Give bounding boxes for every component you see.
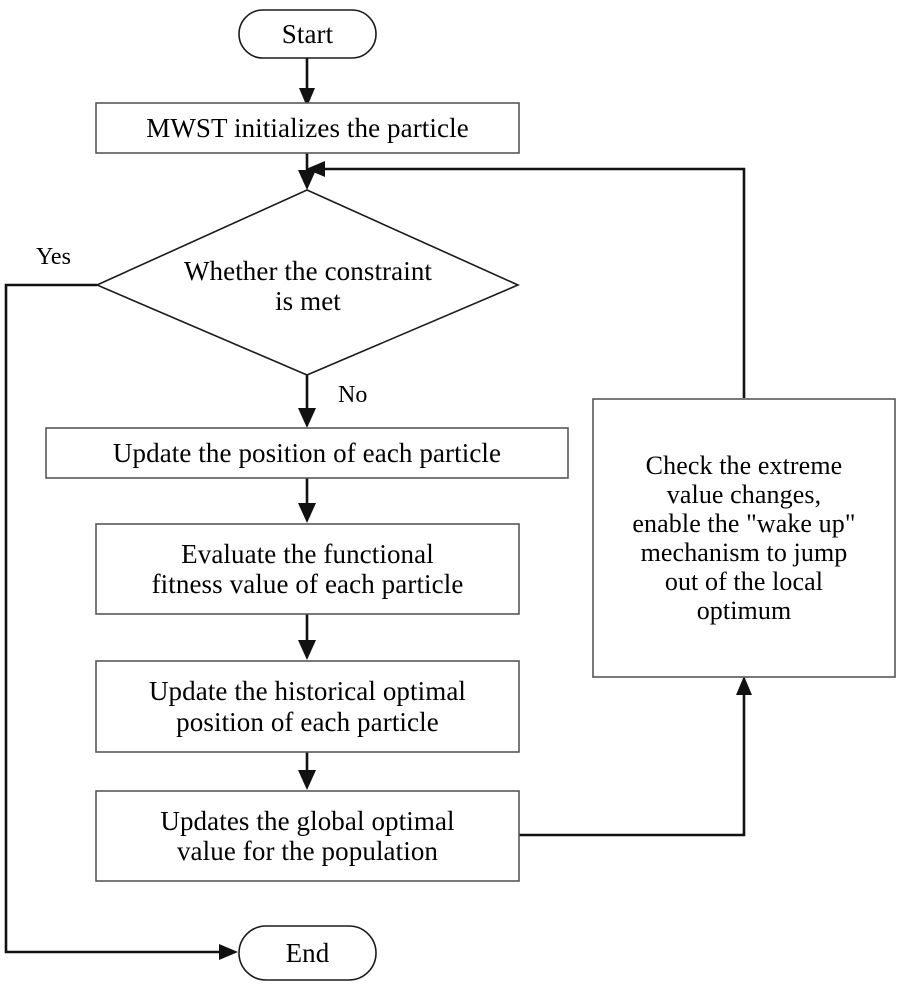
node-start-label: Start [281,18,334,49]
node-hist-opt-shape [95,660,520,753]
node-init-shape [95,102,520,154]
node-evaluate-shape [95,523,520,615]
node-update-pos-label: Update the position of each particle [112,437,502,468]
node-check-label: Check the extreme value changes, enable … [632,450,856,626]
node-check-shape [592,398,896,678]
edge-globalopt-to-check [519,676,752,837]
edge-label-no: No [338,382,368,408]
node-end-shape [238,925,377,981]
edge-start-to-init [299,57,315,107]
node-init-label: MWST initializes the particle [146,112,469,143]
node-evaluate-label: Evaluate the functional fitness value of… [151,538,464,599]
node-update-pos-shape [45,427,569,479]
edge-decision-to-updatepos [298,375,316,428]
node-end-label: End [285,937,330,968]
edge-updatepos-to-evaluate [298,478,316,523]
connectors [4,57,752,960]
node-shapes [45,9,896,981]
node-decision-label: Whether the constraint is met [183,255,433,316]
edge-label-yes: Yes [36,244,71,270]
edge-decision-to-end [4,283,238,960]
node-global-opt-label: Updates the global optimal value for the… [160,805,455,866]
edge-init-to-decision [298,153,316,190]
node-hist-opt-label: Update the historical optimal position o… [148,676,467,737]
edge-histopt-to-globalopt [298,752,316,790]
edge-check-to-decision [306,161,746,398]
node-start-shape [238,9,377,59]
node-global-opt-shape [95,790,520,882]
node-decision-shape [95,189,520,376]
edge-evaluate-to-histopt [298,614,316,660]
